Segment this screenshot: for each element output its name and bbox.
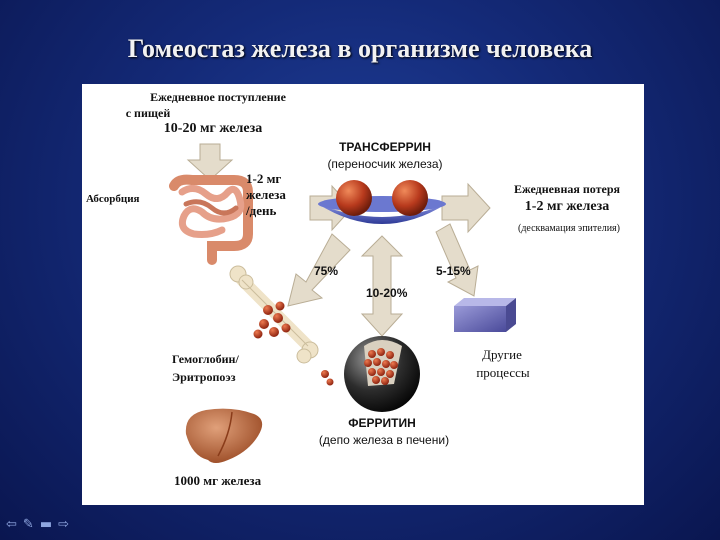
transferrin-name: ТРАНСФЕРРИН: [339, 140, 431, 154]
absorption-rate-line1: 1-2 мг: [246, 171, 282, 186]
slide-title: Гомеостаз железа в организме человека: [127, 34, 593, 63]
slide-nav: ⇦ ✎ ▬ ⇨: [6, 517, 69, 532]
ferritin-icon: [321, 336, 420, 412]
intestine-icon: [169, 174, 253, 265]
transferrin-desc: (переносчик железа): [327, 157, 443, 171]
intake-amount: 10-20 мг железа: [163, 121, 263, 136]
ferritin-desc: (депо железа в печени): [318, 433, 450, 447]
absorption-rate-line2: железа: [246, 187, 286, 202]
absorption-rate-line3: /день: [246, 203, 277, 218]
liver-amount: 1000 мг железа: [174, 473, 262, 488]
pen-icon[interactable]: ✎: [22, 517, 34, 532]
other-processes-line2: процессы: [476, 365, 530, 380]
hemoglobin-line1: Гемоглобин/: [172, 352, 239, 366]
absorption-label: Абсорбция: [86, 193, 140, 205]
other-processes-box-icon: [454, 298, 516, 332]
ferritin-percent: 10-20%: [366, 286, 408, 300]
loss-arrow: [441, 182, 491, 234]
erythro-percent: 75%: [314, 264, 339, 278]
hemoglobin-line2: Эритропоэз: [172, 370, 236, 384]
loss-line2: 1-2 мг железа: [524, 199, 610, 214]
intake-arrow: [186, 143, 234, 181]
menu-icon[interactable]: ▬: [39, 517, 53, 532]
ferritin-name: ФЕРРИТИН: [348, 416, 416, 430]
other-percent: 5-15%: [436, 264, 471, 278]
diagram-graphics: [169, 143, 516, 463]
arrow-right-icon[interactable]: ⇨: [58, 517, 70, 532]
red-blood-cells-icon: [253, 301, 291, 339]
liver-icon: [185, 408, 263, 463]
other-arrow: [435, 223, 479, 297]
arrow-left-icon[interactable]: ⇦: [6, 517, 17, 532]
intake-line1: Ежедневное поступление: [150, 90, 286, 104]
other-processes-line1: Другие: [482, 347, 522, 362]
transferrin-molecule: [318, 180, 446, 224]
erythro-arrow: [287, 233, 351, 307]
loss-note: (десквамация эпителия): [517, 223, 620, 234]
loss-line1: Ежедневная потеря: [513, 182, 621, 196]
diagram-panel: Ежедневное поступление с пищей 10-20 мг …: [82, 84, 644, 505]
bone-icon: [229, 265, 319, 364]
intake-line2: с пищей: [125, 106, 171, 120]
